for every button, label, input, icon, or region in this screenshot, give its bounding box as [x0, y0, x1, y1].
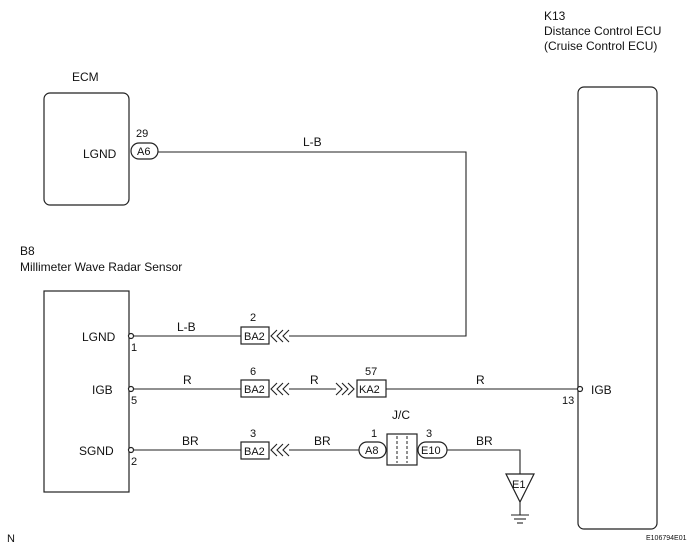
- b8-terminal-sgnd: SGND: [79, 444, 114, 458]
- k13-box: [577, 86, 658, 530]
- ba2-igb-connector: [240, 379, 270, 398]
- e10-label: E10: [421, 445, 441, 457]
- ecm-lgnd-label: LGND: [83, 147, 117, 161]
- k13-code: K13: [544, 9, 566, 23]
- sgnd-wire-3: [447, 449, 521, 474]
- jc-right-pin: 3: [426, 428, 432, 440]
- ecm-lgnd-wire: [158, 151, 467, 337]
- ecm-name: ECM: [72, 70, 99, 84]
- footer-left: N: [7, 533, 15, 545]
- ba2-sgnd-chevrons: [270, 443, 290, 457]
- b8-code: B8: [20, 244, 35, 258]
- ground-triangle: [505, 473, 535, 504]
- b8-terminal-lgnd: LGND: [82, 330, 116, 344]
- sgnd-wire-label-1: BR: [182, 434, 199, 448]
- k13-igb-pin: 13: [562, 395, 574, 407]
- b8-lgnd-terminal-dot: [127, 332, 135, 340]
- ka2-chevrons: [335, 382, 355, 396]
- k13-name: Distance Control ECU: [544, 24, 661, 38]
- ecm-lgnd-wire-label: L-B: [303, 135, 322, 149]
- ecm-box: [43, 92, 130, 206]
- ba2-igb-chevrons: [270, 382, 290, 396]
- b8-lgnd-wire-label: L-B: [177, 320, 196, 334]
- ba2-sgnd-label: BA2: [244, 446, 265, 458]
- jc-label: J/C: [392, 408, 410, 422]
- k13-terminal-igb: IGB: [591, 383, 612, 397]
- ba2-sgnd-connector: [240, 441, 270, 460]
- a8-label: A8: [365, 445, 378, 457]
- igb-wire-label-2: R: [310, 373, 319, 387]
- b8-sgnd-terminal-dot: [127, 446, 135, 454]
- jc-left-pin: 1: [371, 428, 377, 440]
- ba2-lgnd-pin: 2: [250, 312, 256, 324]
- ba2-igb-pin: 6: [250, 366, 256, 378]
- ba2-igb-label: BA2: [244, 384, 265, 396]
- jc-block: [386, 433, 418, 466]
- ba2-lgnd-chevrons: [270, 329, 290, 343]
- sgnd-wire-label-2: BR: [314, 434, 331, 448]
- b8-lgnd-pin: 1: [131, 342, 137, 354]
- a6-connector: [130, 142, 159, 160]
- b8-name: Millimeter Wave Radar Sensor: [20, 260, 182, 274]
- k13-alt-name: (Cruise Control ECU): [544, 39, 657, 53]
- igb-wire-label-3: R: [476, 373, 485, 387]
- ecm-pin: 29: [136, 128, 148, 140]
- footer-figure-id: E106794E01: [646, 535, 687, 542]
- b8-igb-terminal-dot: [127, 385, 135, 393]
- b8-sgnd-pin: 2: [131, 456, 137, 468]
- ba2-lgnd-label: BA2: [244, 331, 265, 343]
- sgnd-wire-label-3: BR: [476, 434, 493, 448]
- b8-igb-pin: 5: [131, 395, 137, 407]
- igb-wire-label-1: R: [183, 373, 192, 387]
- a6-connector-label: A6: [137, 146, 150, 158]
- ba2-sgnd-pin: 3: [250, 428, 256, 440]
- k13-igb-terminal-dot: [576, 385, 584, 393]
- b8-terminal-igb: IGB: [92, 383, 113, 397]
- b8-box: [43, 290, 130, 493]
- ka2-label: KA2: [359, 384, 380, 396]
- ground-code: E1: [512, 479, 525, 491]
- ka2-pin: 57: [365, 366, 377, 378]
- ba2-lgnd-connector: [240, 326, 270, 345]
